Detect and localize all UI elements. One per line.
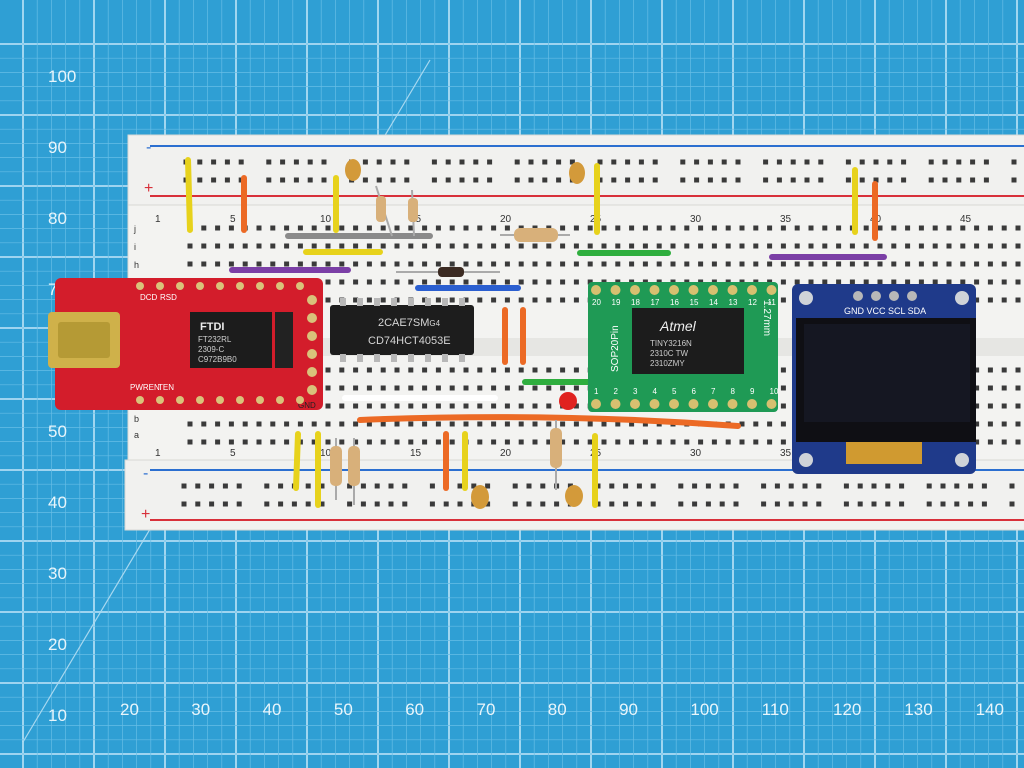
row-letter: i [134,242,136,252]
logic-chip: 2CAE7SMG4 CD74HCT4053E [330,298,474,362]
column-number-top: 1 [155,214,161,225]
adapter-pin-number: 12 [748,298,757,307]
logic-chip-pins [340,298,465,362]
adapter-pin-number: 15 [690,298,699,307]
mat-x-scale: 20 30 40 50 60 70 80 90 100 110 120 130 140 [120,700,1004,719]
oled-pin-labels: GND VCC SCL SDA [844,306,926,316]
ftdi-label-gnd: GND [298,401,316,410]
rail-plus-bottom: + [141,506,150,523]
ftdi-label-ten: TEN [158,383,174,392]
ftdi-usb-serial-board: FTDI FT232RL 2309-C C972B9B0 DCD RSD PWR… [48,278,323,410]
adapter-pin-number: 10 [770,387,779,396]
jumper-wires [185,157,887,508]
mat-y-label: 40 [48,493,67,512]
adapter-pin-number: 7 [711,387,716,396]
adapter-pin-number: 3 [633,387,638,396]
adapter-pins: 20 1 19 2 18 3 17 4 16 5 15 6 14 7 13 8 12 9 11 10 [591,285,779,409]
oled-display-module: GND VCC SCL SDA [792,284,976,474]
ftdi-header-pins [136,282,317,404]
mat-x-label: 110 [762,700,789,719]
mat-x-label: 80 [548,700,567,719]
adapter-pin-number: 4 [653,387,658,396]
mat-x-label: 70 [477,700,496,719]
adapter-pin-number: 13 [729,298,738,307]
mat-x-label: 140 [976,700,1004,719]
logic-chip-line-1: 2CAE7SMG4 [378,317,441,329]
mat-x-label: 20 [120,700,139,719]
rail-minus-bottom: - [143,465,148,482]
mat-y-label: 50 [48,422,67,441]
ftdi-chip-brand: FTDI [200,321,224,333]
column-number-bottom: 15 [410,448,422,459]
mat-y-scale: 100908070605040302010 [48,67,76,725]
adapter-pin-number: 6 [692,387,697,396]
adapter-pin-number: 2 [614,387,619,396]
adapter-pin-number: 11 [768,298,777,307]
attiny-adapter-board: Atmel TINY3216N 2310C TW 2310ZMY SOP20Pi… [588,282,779,412]
mat-y-label: 100 [48,67,76,86]
column-number-top: 30 [690,214,702,225]
mcu-brand: Atmel [659,318,697,334]
column-number-bottom: 10 [320,448,332,459]
adapter-pin-number: 5 [672,387,677,396]
mat-y-label: 90 [48,138,67,157]
adapter-pin-number: 17 [651,298,660,307]
column-number-top: 10 [320,214,332,225]
mat-y-label: 30 [48,564,67,583]
adapter-pin-number: 8 [731,387,736,396]
adapter-label: SOP20Pin [610,325,621,372]
column-number-bottom: 1 [155,448,161,459]
adapter-pin-number: 16 [670,298,679,307]
row-letter: a [134,430,139,440]
mcu-line-3: 2310ZMY [650,359,685,368]
mat-y-label: 80 [48,209,67,228]
ftdi-chip-line-1: FT232RL [198,335,232,344]
column-number-bottom: 30 [690,448,702,459]
mat-x-label: 100 [690,700,718,719]
mat-x-label: 90 [619,700,638,719]
mat-x-label: 130 [904,700,932,719]
mat-x-label: 30 [191,700,210,719]
adapter-pin-number: 18 [631,298,640,307]
mcu-line-1: TINY3216N [650,339,692,348]
column-number-top: 5 [230,214,236,225]
rail-plus-top: + [144,180,153,197]
column-number-top: 45 [960,214,972,225]
mat-x-label: 60 [405,700,424,719]
ftdi-chip-line-3: C972B9B0 [198,355,237,364]
passive-components [330,159,585,509]
adapter-pin-number: 9 [750,387,755,396]
mat-y-label: 10 [48,706,67,725]
ftdi-chip-line-2: 2309-C [198,345,224,354]
adapter-pin-number: 20 [592,298,601,307]
mat-x-label: 40 [263,700,282,719]
adapter-pin-number: 19 [612,298,621,307]
mat-y-label: 20 [48,635,67,654]
rail-minus-top: - [146,139,151,156]
ftdi-label-pwren: PWREN [130,383,160,392]
adapter-pitch: 1.27mm [761,300,772,336]
mcu-line-2: 2310C TW [650,349,689,358]
column-number-top: 35 [780,214,792,225]
logic-chip-line-2: CD74HCT4053E [368,335,451,347]
column-number-top: 20 [500,214,512,225]
row-letter: j [133,224,136,234]
ftdi-pin-rsd: RSD [160,293,177,302]
row-letter: b [134,414,139,424]
adapter-pin-number: 14 [709,298,718,307]
adapter-pin-number: 1 [594,387,599,396]
row-letter: h [134,260,139,270]
ftdi-pin-dcd: DCD [140,293,158,302]
column-number-bottom: 20 [500,448,512,459]
mat-x-label: 120 [833,700,861,719]
column-number-bottom: 5 [230,448,236,459]
mat-x-label: 50 [334,700,353,719]
column-number-bottom: 35 [780,448,792,459]
